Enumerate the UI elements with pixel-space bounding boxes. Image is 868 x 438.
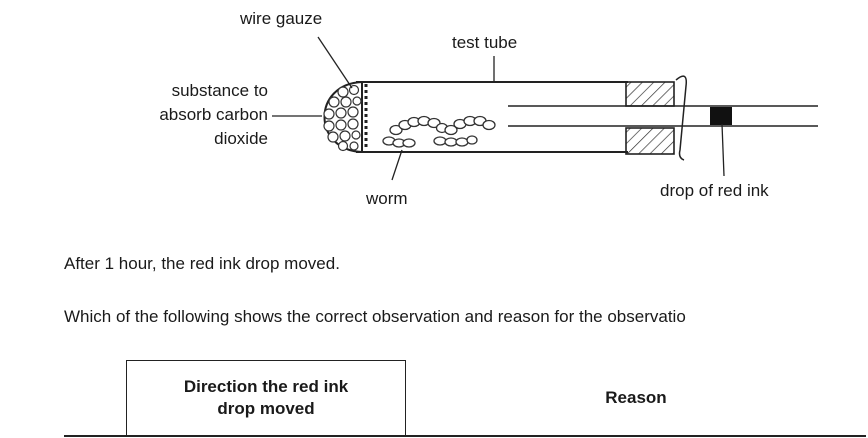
absorbent-substance [323,80,363,154]
label-test-tube: test tube [452,33,518,52]
header-direction: Direction the red ink drop moved [126,360,406,437]
leader-lines [272,36,725,181]
label-worm: worm [366,189,408,208]
capillary-tube [508,105,818,127]
worm-1 [389,115,449,136]
worm-3 [382,135,478,148]
label-substance-line-3: dioxide [214,129,268,148]
stopper [625,81,675,155]
apparatus-diagram [272,36,818,181]
label-substance-line-1: substance to [171,81,268,100]
tube-rim [675,75,688,161]
label-substance-line-2: absorb carbon [159,105,268,124]
worm-2 [444,115,496,136]
red-ink-drop [710,107,732,125]
table-header-row: Direction the red ink drop moved Reason [64,360,866,437]
worms [382,115,496,148]
question-text: Which of the following shows the correct… [64,307,686,326]
label-drop-of-red-ink: drop of red ink [660,181,769,200]
header-direction-line-1: Direction the red ink [183,377,349,396]
answer-table: Direction the red ink drop moved Reason [64,360,866,437]
header-reason: Reason [405,360,866,437]
table-corner-cell [64,360,127,437]
header-direction-line-2: drop moved [217,399,315,418]
statement-text: After 1 hour, the red ink drop moved. [64,254,340,273]
label-wire-gauze: wire gauze [240,9,323,28]
